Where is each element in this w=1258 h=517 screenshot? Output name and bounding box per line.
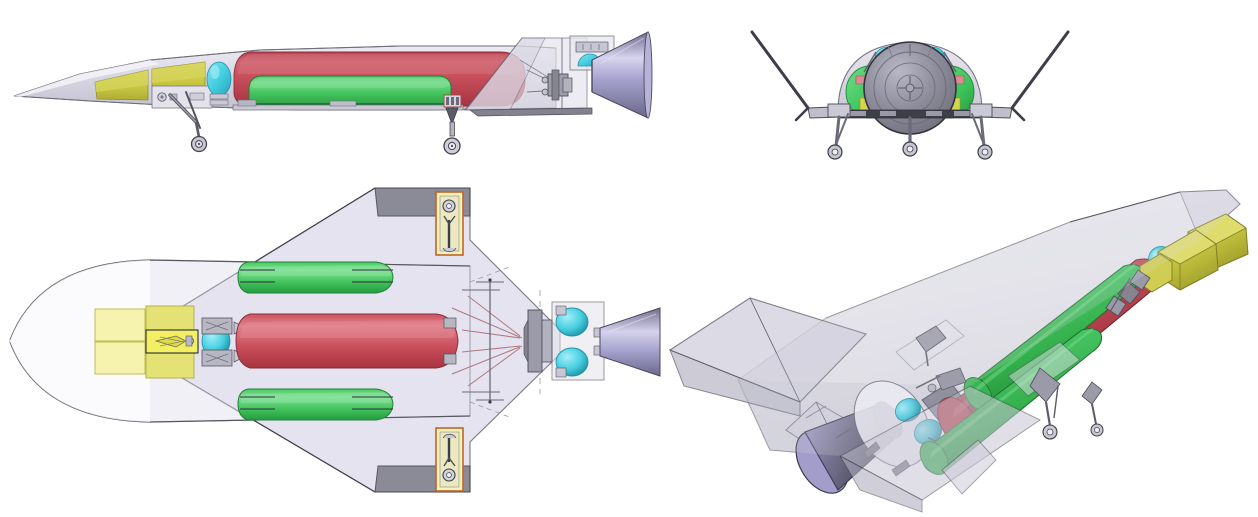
- plan-engine-assembly: [523, 301, 605, 381]
- side-thrust-structure: [519, 59, 573, 101]
- side-nose-landing-gear: [168, 91, 208, 153]
- iso-shell-overlay: [738, 190, 1240, 456]
- front-landing-gear-port: [827, 103, 851, 160]
- iso-wing-starboard: [838, 385, 1041, 513]
- view-plan: [0, 170, 661, 517]
- plan-oxidizer-tank: [235, 313, 459, 369]
- plan-nose-gear-bay: [145, 329, 199, 354]
- iso-mid-gear-frame: [1007, 341, 1081, 440]
- view-isometric: [640, 170, 1258, 517]
- front-winglet-port: [750, 30, 810, 122]
- plan-main-gear-bay-port: [435, 427, 464, 492]
- plan-thrust-structure: [443, 280, 523, 402]
- plan-payload-panel-fwd-port: [94, 308, 146, 342]
- side-engine-nozzle: [591, 31, 653, 119]
- side-fuel-tank: [248, 75, 452, 109]
- side-pressurant-tank: [206, 61, 232, 106]
- front-winglet-starboard: [1010, 30, 1070, 122]
- iso-wing-port: [668, 297, 868, 417]
- iso-main-gear-starboard: [1081, 381, 1104, 437]
- plan-forward-mounts: [201, 317, 247, 367]
- plan-payload-panel-fwd-starboard: [94, 341, 146, 375]
- side-main-landing-gear: [443, 94, 462, 155]
- view-front-elevation: [730, 0, 1090, 180]
- plan-main-gear-bay-starboard: [435, 191, 464, 256]
- plan-fuel-tank-starboard: [237, 388, 394, 421]
- plan-engine-nozzle: [599, 307, 661, 377]
- front-dome-struts: [863, 44, 957, 73]
- side-payload-bay-forward: [94, 69, 149, 101]
- plan-construction-lines: [469, 265, 541, 419]
- side-ventral-fin: [468, 107, 593, 117]
- plan-fuel-tank-port: [237, 261, 394, 294]
- iso-aft-frame: [895, 319, 965, 371]
- side-nose-gear-bay: [151, 85, 213, 109]
- iso-fin-starboard: [941, 439, 997, 495]
- iso-payload-box-mid: [1157, 229, 1219, 291]
- side-ventral-keel: [232, 99, 464, 111]
- front-landing-gear-center: [902, 116, 918, 157]
- front-landing-gear-starboard: [969, 103, 993, 160]
- iso-tank-supports: [1105, 269, 1151, 317]
- view-side-elevation: [0, 0, 660, 180]
